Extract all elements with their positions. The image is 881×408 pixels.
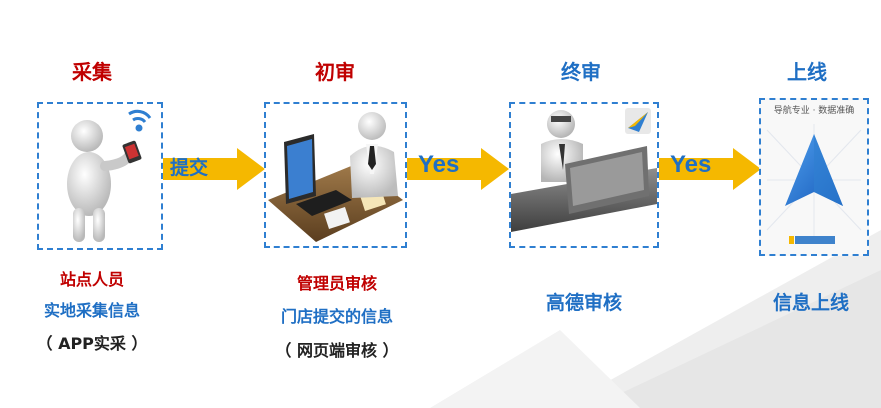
yes-arrow-1 xyxy=(407,148,509,190)
examiner-laptop-icon xyxy=(511,108,657,232)
collector-image-box xyxy=(37,102,163,250)
caption-first-review-line1: 管理员审核 xyxy=(296,274,377,293)
arrow-label-submit: 提交 xyxy=(170,157,209,179)
caption-first-review-line3: （ 网页端审核 ） xyxy=(275,341,399,360)
caption-first-review-line2: 门店提交的信息 xyxy=(280,307,393,326)
caption-collect-line1: 站点人员 xyxy=(59,270,124,289)
stage-title-collect: 采集 xyxy=(72,60,112,84)
caption-collect-line2: 实地采集信息 xyxy=(43,301,140,320)
arrow-label-yes-1: Yes xyxy=(418,151,460,178)
stage-title-final-review: 终审 xyxy=(561,60,601,84)
first-review-image-box xyxy=(264,102,407,248)
final-review-image-box xyxy=(509,102,659,248)
map-arrow-logo-icon xyxy=(766,124,862,244)
desk-computer-icon xyxy=(268,112,403,242)
submit-arrow xyxy=(163,148,265,190)
paper-plane-icon xyxy=(625,108,651,134)
collector-figure-icon xyxy=(67,109,152,242)
poster-tagline: 导航专业 · 数据准确 xyxy=(773,106,855,116)
arrow-label-yes-2: Yes xyxy=(670,151,712,178)
online-image-box: 导航专业 · 数据准确 xyxy=(759,98,869,256)
stage-title-online: 上线 xyxy=(787,60,827,84)
caption-final-review: 高德审核 xyxy=(545,292,622,314)
caption-online: 信息上线 xyxy=(772,292,849,314)
caption-collect-line3: （ APP实采 ） xyxy=(36,334,148,353)
yes-arrow-2 xyxy=(659,148,761,190)
stage-title-first-review: 初审 xyxy=(315,60,355,84)
wifi-icon xyxy=(128,109,152,132)
